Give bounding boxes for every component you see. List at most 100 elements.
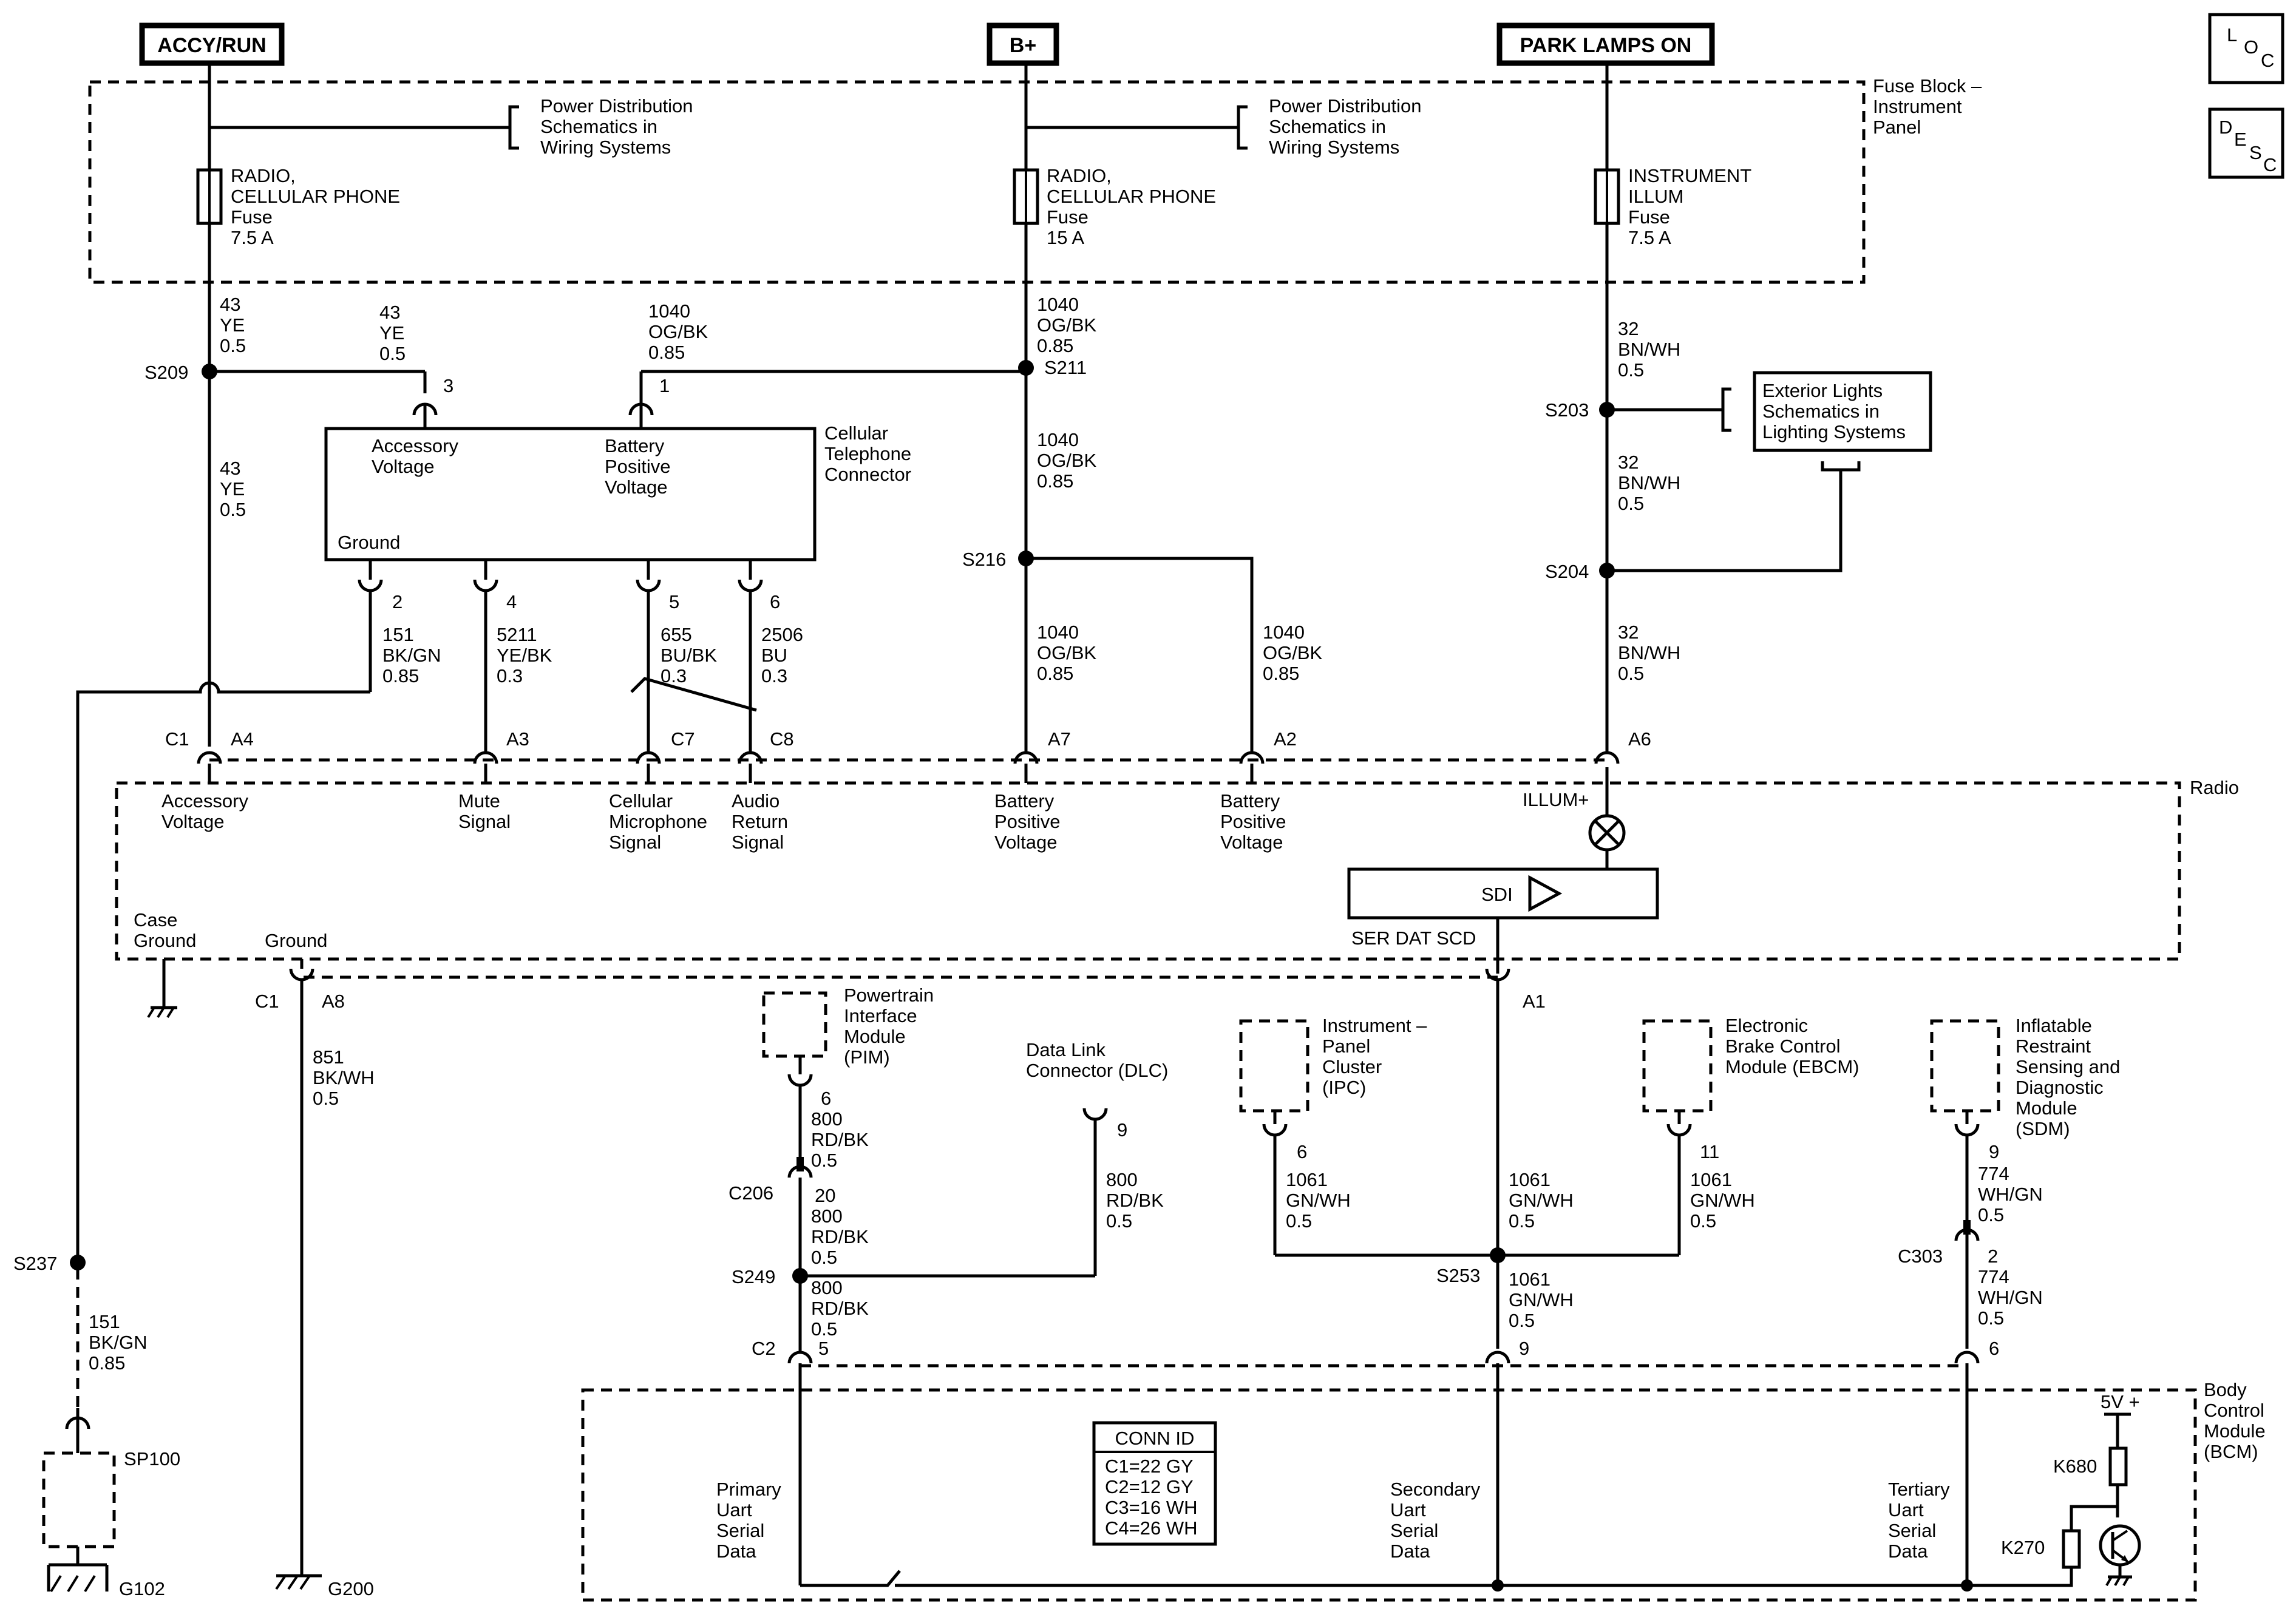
wire-32-b-num: 32 [1618,452,1639,473]
cell-battery-3: Voltage [605,476,667,498]
pin-2-label: 2 [392,591,402,612]
bcm-title-4: (BCM) [2204,1441,2258,1462]
ground-g200-label: G200 [328,1578,374,1599]
ipc-l4: (IPC) [1322,1077,1366,1098]
splice-s204-dot [1599,563,1615,578]
fuse-radio-accy: RADIO, CELLULAR PHONE Fuse 7.5 A [196,165,400,248]
fuse-radio-accy-l2: CELLULAR PHONE [231,186,400,207]
power-dist-ref-1: Power Distribution Schematics in Wiring … [209,95,693,158]
cell-connector-title-1: Cellular [824,422,888,444]
cell-connector-title-3: Connector [824,464,911,485]
radio-illum-label: ILLUM+ [1523,789,1589,810]
loc-c: C [2261,50,2274,71]
bcm-k270-label: K270 [2001,1537,2045,1558]
ipc-pin-label: 6 [1297,1141,1307,1162]
ipc-l3: Cluster [1322,1056,1382,1077]
k270-resistor [2062,1529,2081,1569]
splice-s211-label: S211 [1044,357,1087,378]
wire-1040-c-size: 0.85 [1037,470,1073,492]
wire-151-a-color: BK/GN [382,645,441,666]
fuse-radio-batt: RADIO, CELLULAR PHONE Fuse 15 A [1013,165,1216,248]
wire-774-b-size: 0.5 [1978,1307,2004,1329]
bcm-secondary-1: Secondary [1390,1479,1481,1500]
desc-c: C [2263,154,2277,175]
exterior-lights-l2: Schematics in [1762,401,1880,422]
wire-800-b-num: 800 [811,1205,843,1227]
sdm-l3: Sensing and [2016,1056,2120,1077]
ipc-l2: Panel [1322,1036,1370,1057]
ipc-module: Instrument – Panel Cluster (IPC) [1239,1015,1427,1113]
sdm-l4: Diagnostic [2016,1077,2104,1098]
wire-1061-a-num: 1061 [1286,1169,1328,1190]
conn-a7-label: A7 [1048,728,1071,750]
bcm-title-2: Control [2204,1400,2264,1421]
fuse-illum: INSTRUMENT ILLUM Fuse 7.5 A [1594,165,1751,248]
fuse-block-title-3: Panel [1873,117,1921,138]
fuse-illum-l3: Fuse [1628,206,1670,228]
splice-s203-label: S203 [1545,399,1589,421]
wire-1040-e-num: 1040 [1263,622,1305,643]
fuse-radio-batt-l4: 15 A [1047,227,1084,248]
desc-box: D E S C [2208,107,2284,179]
bcm-tertiary-2: Uart [1888,1499,1924,1520]
bcm-terminal-6 [1954,1351,1980,1364]
splice-s211-dot [1018,360,1034,376]
loc-box: L O C [2208,13,2284,84]
case-ground-2: Ground [134,930,196,951]
wire-774-a-color: WH/GN [1978,1184,2043,1205]
source-b-plus-label: B+ [1010,34,1036,57]
radio-audio-ret-2: Return [732,811,788,832]
bcm-terminal-9 [1485,1351,1510,1364]
pim-pin-label: 6 [821,1088,831,1109]
splice-s237-label: S237 [13,1253,57,1274]
wire-1040-b-num: 1040 [1037,294,1079,315]
splice-s216-label: S216 [962,549,1006,570]
sp100-box [42,1429,116,1565]
wire-2506-size: 0.3 [761,665,787,686]
cell-battery-2: Positive [605,456,671,477]
power-dist-ref-2-line2: Schematics in [1269,116,1386,137]
radio-batt1-1: Battery [994,790,1055,812]
radio-batt2-1: Battery [1220,790,1280,812]
transistor-icon [2099,1524,2141,1567]
power-dist-ref-1-line2: Schematics in [540,116,657,137]
dlc-pin-label: 9 [1117,1119,1127,1141]
dlc-pin-terminal [1082,1108,1108,1121]
wire-1061-d-num: 1061 [1509,1269,1550,1290]
power-dist-ref-1-line1: Power Distribution [540,95,693,117]
cell-accessory-2: Voltage [372,456,434,477]
radio-cell-mic-2: Microphone [609,811,707,832]
wire-774-b-color: WH/GN [1978,1287,2043,1308]
wire-1061-c-num: 1061 [1509,1169,1550,1190]
bcm-tertiary-3: Serial [1888,1520,1936,1541]
wire-800-a-color: RD/BK [811,1129,869,1150]
splice-s253-dot [1490,1247,1506,1263]
exterior-lights-l3: Lighting Systems [1762,421,1906,442]
terminal-a6 [1594,751,1620,764]
wire-1040-a-num: 1040 [648,300,690,322]
conn-a2-label: A2 [1274,728,1297,750]
desc-e: E [2234,129,2247,150]
pin-3-label: 3 [443,375,453,396]
wire-32-a-num: 32 [1618,318,1639,339]
radio-batt1-3: Voltage [994,832,1057,853]
pin-5-terminal [636,579,661,592]
conn-c7-label: C7 [671,728,695,750]
pin-6-terminal [738,579,763,592]
wire-1040-e-color: OG/BK [1263,642,1323,663]
conn-c8-label: C8 [770,728,794,750]
power-dist-ref-2-line1: Power Distribution [1269,95,1422,117]
fuse-radio-accy-l1: RADIO, [231,165,296,186]
sdi-label: SDI [1481,884,1513,905]
wire-1061-c-size: 0.5 [1509,1210,1535,1232]
exterior-lights-l1: Exterior Lights [1762,380,1883,401]
bcm-bus-node-2 [1961,1579,1973,1592]
fuse-block: Fuse Block – Instrument Panel [88,75,1982,284]
bcm-primary-2: Uart [716,1499,752,1520]
wire-851-num: 851 [313,1046,344,1068]
wire-5211-num: 5211 [497,624,537,645]
wire-800-d-size: 0.5 [1106,1210,1132,1232]
splice-s209-label: S209 [144,362,188,383]
ipc-l1: Instrument – [1322,1015,1427,1036]
radio-accessory-2: Voltage [161,811,224,832]
